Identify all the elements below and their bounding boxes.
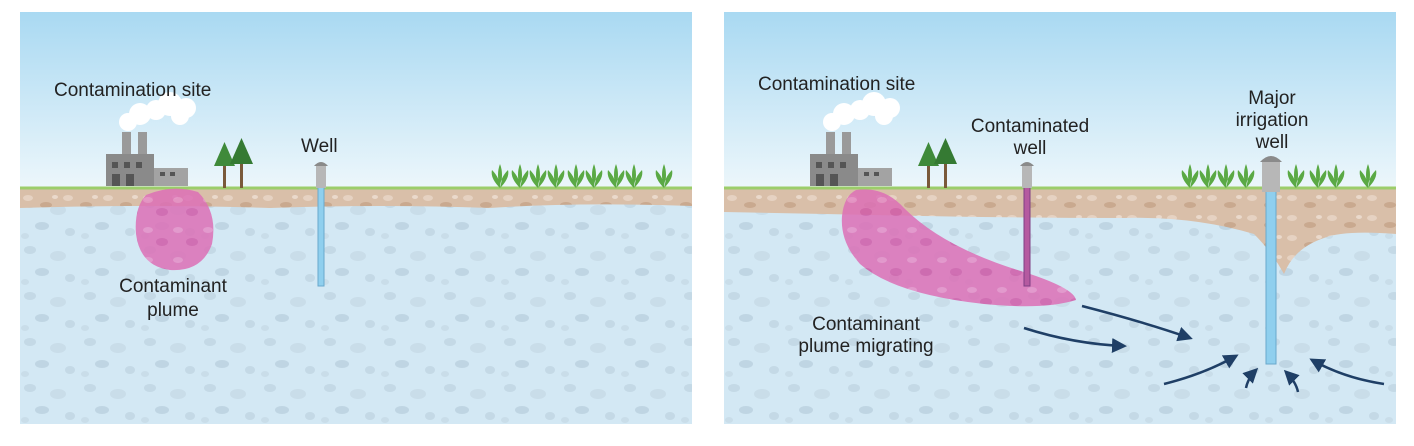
crop-icon <box>491 164 673 188</box>
irrigation-well-icon <box>1260 156 1282 365</box>
tree-icon <box>918 138 957 188</box>
label-contaminated-well-line2: well <box>1013 138 1047 159</box>
diagram-panel-before: Contamination site Well Contaminant plum… <box>20 12 692 424</box>
flow-arrow-1 <box>1081 304 1193 342</box>
flow-arrow-2 <box>1023 326 1127 354</box>
contaminant-plume-migrating <box>841 189 1076 307</box>
label-irrigation-well-line3: well <box>1255 132 1289 153</box>
tree-icon <box>214 138 253 188</box>
flow-arrow-5 <box>1283 369 1300 393</box>
smoke-cloud-icon <box>119 92 196 131</box>
label-contamination-site: Contamination site <box>758 74 915 95</box>
label-irrigation-well-line2: irrigation <box>1236 110 1309 131</box>
flow-arrow-4 <box>1242 367 1259 389</box>
label-plume-line1: Contaminant <box>119 276 227 297</box>
flow-arrow-6 <box>1309 358 1385 386</box>
label-irrigation-well-line1: Major <box>1248 88 1296 109</box>
contaminant-plume <box>135 188 214 271</box>
aquifer <box>20 192 692 424</box>
diagram-panel-after: Contamination site Contaminated well Maj… <box>724 12 1396 424</box>
label-contaminated-well-line1: Contaminated <box>971 116 1089 137</box>
factory-icon <box>106 132 188 186</box>
label-plume-line2: plume <box>147 300 199 321</box>
smoke-cloud-icon <box>823 92 900 131</box>
label-plume-migrating-line2: plume migrating <box>798 336 933 357</box>
label-plume-migrating-line1: Contaminant <box>812 314 920 335</box>
well-head-icon <box>314 162 328 287</box>
contaminated-well-icon <box>1020 162 1034 287</box>
left-scene: Contamination site Well Contaminant plum… <box>20 12 692 424</box>
flow-arrow-3 <box>1163 354 1239 386</box>
label-contamination-site: Contamination site <box>54 80 211 101</box>
label-well: Well <box>301 136 338 157</box>
flow-arrow-icon <box>1023 304 1385 393</box>
crop-icon <box>1181 164 1377 188</box>
right-scene: Contamination site Contaminated well Maj… <box>724 12 1396 424</box>
factory-icon <box>810 132 892 186</box>
